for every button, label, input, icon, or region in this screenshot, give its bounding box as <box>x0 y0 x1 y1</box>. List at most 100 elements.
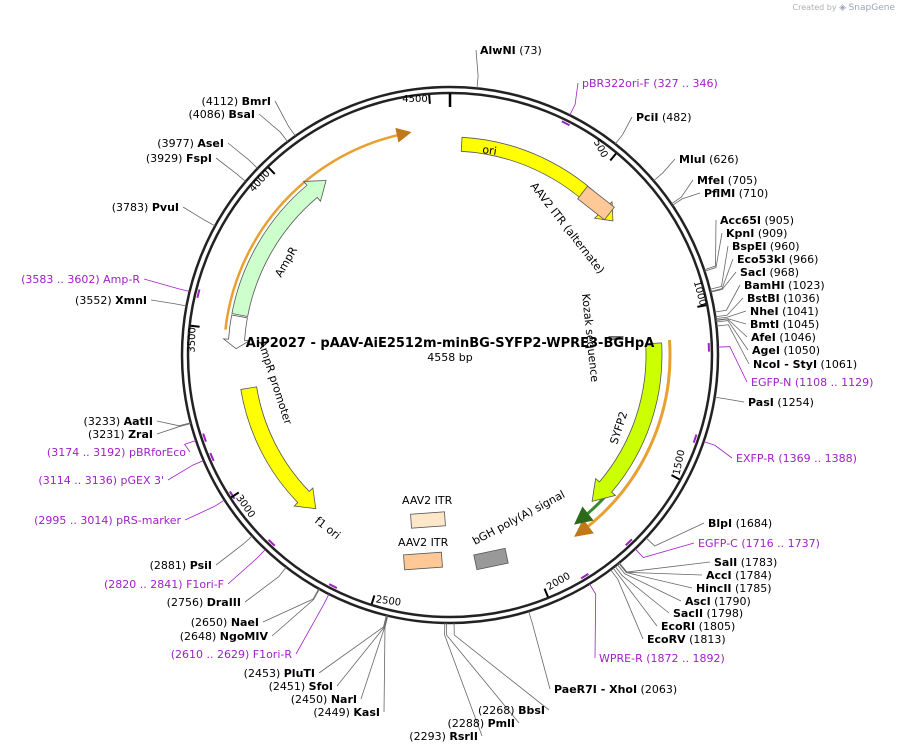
leader-line <box>709 245 729 290</box>
leader-line <box>645 522 705 547</box>
leader-line <box>318 615 387 674</box>
site-position: (2881) <box>150 559 190 572</box>
site-position: (3929) <box>146 152 186 165</box>
credit-prefix: Created by <box>792 3 837 12</box>
primer-name: EXFP-R <box>736 452 775 465</box>
restriction-site-label: PciI (482) <box>636 111 692 124</box>
restriction-site-label: NheI (1041) <box>750 305 819 318</box>
site-position: (3233) <box>84 415 124 428</box>
site-name: AgeI <box>752 344 780 357</box>
primer-range: (2610 .. 2629) <box>171 648 253 661</box>
leader-line <box>183 440 197 453</box>
site-position: (2648) <box>180 630 220 643</box>
primer-name: pGEX 3' <box>120 474 164 487</box>
leader-line <box>653 158 676 182</box>
credit: Created by ◈ SnapGene <box>793 3 895 13</box>
primer-range: (3114 .. 3136) <box>38 474 120 487</box>
restriction-site-label: EcoRI (1805) <box>661 620 735 633</box>
restriction-site-label: (3929) FspI <box>146 152 212 165</box>
restriction-site-label: BlpI (1684) <box>708 517 772 530</box>
restriction-site-label: BspEI (960) <box>732 240 800 253</box>
syfp2-cds-arc <box>574 339 672 537</box>
site-name: PsiI <box>190 559 212 572</box>
site-name: BamHI <box>744 279 785 292</box>
site-position: (1813) <box>686 633 726 646</box>
site-name: EcoRV <box>647 633 686 646</box>
primer-name: WPRE-R <box>599 652 643 665</box>
site-name: BstBI <box>747 292 780 305</box>
restriction-site-label: AlwNI (73) <box>480 44 542 57</box>
site-name: SfoI <box>309 680 333 693</box>
leader-line <box>710 271 737 293</box>
leader-line <box>150 299 187 307</box>
restriction-site-label: (2453) PluTI <box>244 667 315 680</box>
restriction-site-label: SacII (1798) <box>673 607 743 620</box>
site-name: MfeI <box>697 174 724 187</box>
primer-label: (3114 .. 3136) pGEX 3' <box>38 474 164 487</box>
primer-range: (1872 .. 1892) <box>643 652 725 665</box>
site-position: (1061) <box>817 358 857 371</box>
primer-name: pRS-marker <box>116 514 181 527</box>
leader-line <box>717 346 748 383</box>
tick-mark <box>543 588 549 598</box>
restriction-site-label: (2756) DraIII <box>167 596 241 609</box>
syfp2-feature <box>591 342 663 502</box>
primer-label: (2995 .. 3014) pRS-marker <box>34 514 181 527</box>
restriction-site-label: (2293) RsrII <box>409 730 478 743</box>
tick-label: 1500 <box>672 449 688 476</box>
site-position: (1784) <box>732 569 772 582</box>
site-position: (2268) <box>478 704 518 717</box>
leader-line <box>262 588 320 623</box>
site-position: (1805) <box>695 620 735 633</box>
site-position: (2650) <box>191 616 231 629</box>
plasmid-length: 4558 bp <box>427 351 472 364</box>
f1ori-feature <box>240 386 317 510</box>
restriction-site-label: (2288) PmlI <box>448 717 515 730</box>
site-position: (966) <box>785 253 818 266</box>
primer-name: EGFP-N <box>751 376 791 389</box>
restriction-site-label: MluI (626) <box>679 153 739 166</box>
primer-mark <box>196 289 201 299</box>
leader-line <box>227 549 266 585</box>
tick-mark <box>370 595 376 605</box>
leader-line <box>715 320 749 351</box>
site-position: (905) <box>761 214 794 227</box>
leader-line <box>227 142 258 169</box>
primer-mark <box>267 539 276 547</box>
aav2-itr-top-label: AAV2 ITR <box>402 494 453 507</box>
restriction-site-label: (4086) BsaI <box>188 108 255 121</box>
leader-line <box>671 179 694 205</box>
primer-label: EGFP-C (1716 .. 1737) <box>698 537 820 550</box>
site-position: (1050) <box>780 344 820 357</box>
restriction-site-label: BamHI (1023) <box>744 279 825 292</box>
primer-label: pBR322ori-F (327 .. 346) <box>582 77 718 90</box>
site-position: (1684) <box>732 517 772 530</box>
leader-line <box>446 622 520 724</box>
site-name: BsaI <box>229 108 255 121</box>
site-name: PasI <box>748 396 774 409</box>
ampr-label: AmpR <box>272 244 300 279</box>
leader-line <box>710 258 734 292</box>
primer-range: (327 .. 346) <box>650 77 718 90</box>
leader-line <box>618 562 693 589</box>
primer-label: EXFP-R (1369 .. 1388) <box>736 452 857 465</box>
restriction-site-label: PflMI (710) <box>704 187 768 200</box>
leader-line <box>444 622 483 737</box>
restriction-site-label: (2648) NgoMIV <box>180 630 269 643</box>
primer-mark <box>625 538 633 546</box>
site-position: (3552) <box>75 294 115 307</box>
leader-line <box>703 441 733 459</box>
site-name: NaeI <box>231 616 259 629</box>
site-name: PmlI <box>488 717 515 730</box>
aav2-itr-bottom-label: AAV2 ITR <box>398 536 449 549</box>
leader-line <box>618 561 711 573</box>
leader-line <box>215 535 253 566</box>
restriction-site-label: Acc65I (905) <box>720 214 794 227</box>
primer-mark <box>209 452 215 462</box>
site-position: (1046) <box>776 331 816 344</box>
ampr-region-arc <box>224 187 299 330</box>
leader-line <box>715 297 744 318</box>
primer-range: (3583 .. 3602) <box>21 273 103 286</box>
site-name: BmtI <box>750 318 779 331</box>
